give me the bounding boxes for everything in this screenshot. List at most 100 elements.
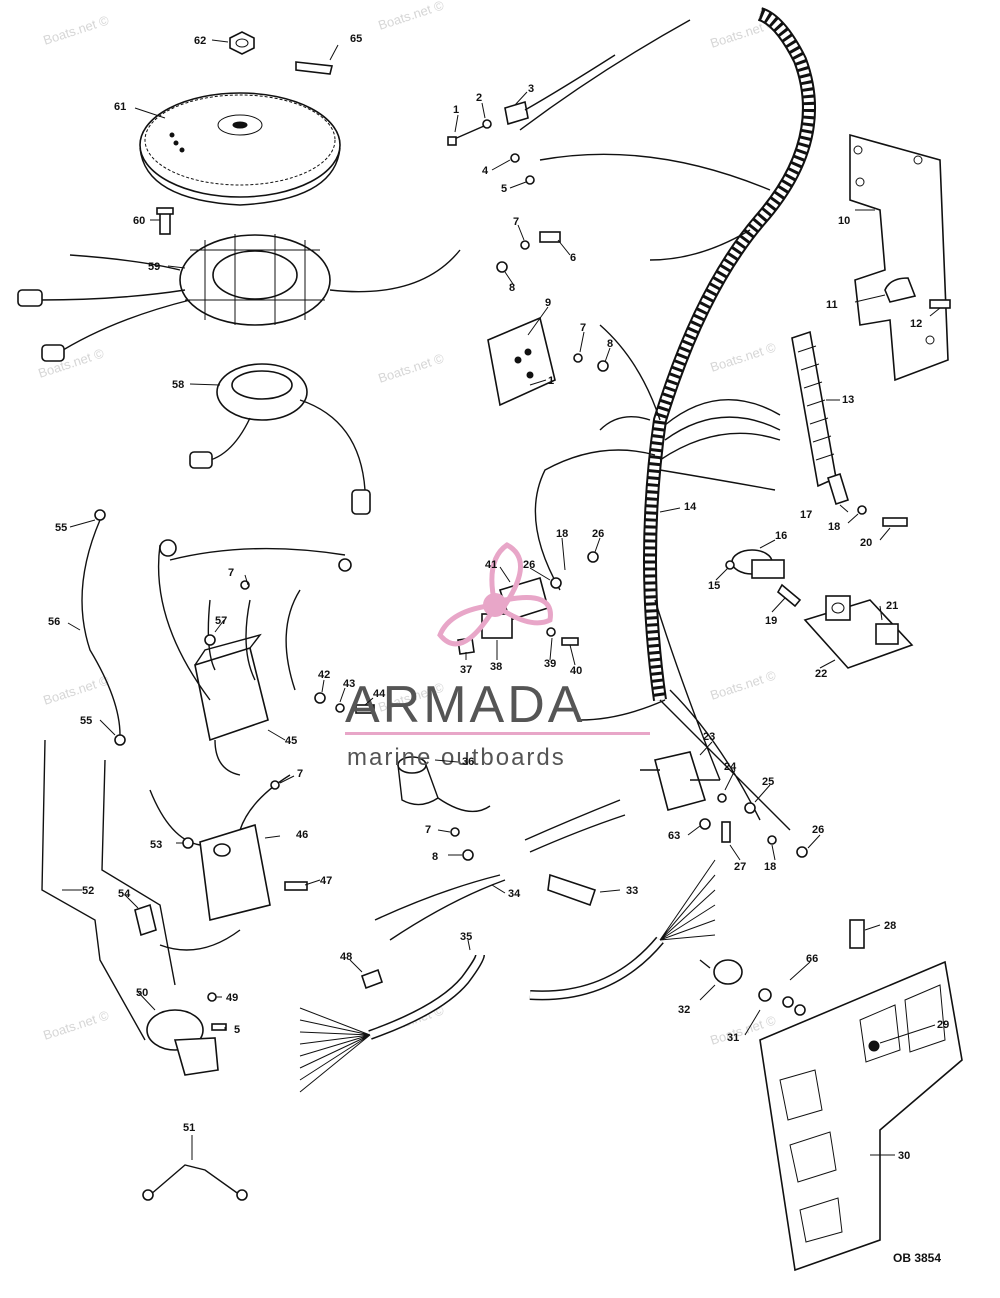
washer-18[interactable] (857, 505, 867, 515)
callout-48: 48 (340, 951, 352, 963)
clamp-11[interactable] (884, 277, 917, 303)
screw-12[interactable] (929, 299, 951, 309)
brand-underline (345, 732, 650, 735)
screw-27[interactable] (721, 821, 731, 843)
jumper-17[interactable] (827, 472, 849, 506)
washer-57[interactable] (204, 634, 216, 646)
callout-13: 13 (842, 394, 854, 406)
washer-39[interactable] (546, 627, 556, 637)
nut-63[interactable] (699, 818, 711, 830)
power-pack[interactable] (157, 539, 352, 776)
terminal-48[interactable] (360, 968, 384, 990)
nut-42[interactable] (314, 692, 326, 704)
stator[interactable] (17, 234, 461, 362)
switch-plate[interactable] (803, 595, 914, 669)
callout-53: 53 (150, 839, 162, 851)
wiring-harness-right[interactable] (529, 859, 716, 1001)
key-switch[interactable] (731, 549, 802, 608)
condenser[interactable] (397, 756, 491, 813)
washer-18c[interactable] (767, 835, 777, 845)
rectifier[interactable] (487, 316, 556, 407)
callout-8c: 8 (432, 851, 438, 863)
leader-lines (62, 39, 941, 1160)
mounting-plate[interactable] (759, 960, 963, 1272)
lead-52[interactable] (41, 739, 176, 1041)
screw-20[interactable] (882, 517, 908, 527)
jumper-leads-34[interactable] (374, 799, 626, 941)
washer-7[interactable] (520, 240, 530, 250)
watermark: Boats.net © (376, 0, 446, 33)
terminal-block[interactable] (791, 330, 837, 488)
callout-29: 29 (937, 1019, 949, 1031)
terminal-3[interactable] (504, 54, 616, 126)
main-harness[interactable] (519, 7, 816, 831)
nut-26b[interactable] (550, 577, 562, 589)
screw-5[interactable] (525, 175, 535, 185)
mounting-bracket[interactable] (849, 133, 949, 382)
cable-clip-33[interactable] (547, 873, 597, 907)
flywheel-strip[interactable] (295, 61, 333, 75)
callout-7e: 7 (425, 824, 431, 836)
callout-44: 44 (373, 688, 386, 700)
washer-4[interactable] (510, 153, 520, 163)
brand-name: ARMADA (345, 676, 585, 734)
washer-43[interactable] (335, 703, 345, 713)
watermark: Boats.net © (376, 350, 446, 385)
ground-wire-56[interactable] (81, 509, 126, 746)
screw-47[interactable] (284, 881, 308, 891)
flywheel[interactable] (139, 92, 341, 206)
callout-56: 56 (48, 616, 60, 628)
callout-22: 22 (815, 668, 827, 680)
callout-35: 35 (460, 931, 472, 943)
screw-1[interactable] (447, 125, 485, 146)
wiring-harness-35[interactable] (299, 954, 485, 1093)
nut-8[interactable] (496, 261, 508, 273)
washer-7e[interactable] (450, 827, 460, 837)
timer-base[interactable] (189, 363, 371, 515)
lockwasher-15[interactable] (725, 560, 735, 570)
boot-54[interactable] (134, 903, 157, 937)
callout-52: 52 (82, 885, 94, 897)
flywheel-nut[interactable] (229, 31, 255, 55)
screw-5b[interactable] (211, 1023, 227, 1031)
jumper-51[interactable] (142, 1164, 248, 1201)
nut-26a[interactable] (587, 551, 599, 563)
ignition-coil[interactable] (149, 774, 291, 951)
callout-2: 2 (476, 92, 482, 104)
stud-28[interactable] (849, 919, 865, 949)
callout-12: 12 (910, 318, 922, 330)
nut-8c[interactable] (462, 849, 474, 861)
nut-26c[interactable] (796, 846, 808, 858)
stud-6[interactable] (539, 231, 561, 243)
brand-logo: ARMADA marine outboards (345, 542, 650, 771)
lockwasher-66[interactable] (794, 1004, 806, 1016)
watermark: Boats.net © (41, 1007, 111, 1042)
washer-66[interactable] (758, 988, 772, 1002)
nut-8b[interactable] (597, 360, 609, 372)
starter-solenoid[interactable] (640, 751, 720, 811)
callout-38: 38 (490, 661, 502, 673)
stud-32[interactable] (699, 959, 743, 985)
callout-31: 31 (727, 1032, 739, 1044)
washer-24[interactable] (717, 793, 727, 803)
callout-3: 3 (528, 83, 534, 95)
callout-5a: 5 (501, 183, 507, 195)
nut-25[interactable] (744, 802, 756, 814)
switch-50[interactable] (146, 1009, 219, 1076)
callout-49: 49 (226, 992, 238, 1004)
washer-2[interactable] (482, 119, 492, 129)
washer-31[interactable] (782, 996, 794, 1008)
washer-7d[interactable] (270, 780, 280, 790)
callout-55a: 55 (55, 522, 67, 534)
callout-27: 27 (734, 861, 746, 873)
screw-40[interactable] (561, 637, 579, 646)
nut-53[interactable] (182, 837, 194, 849)
callout-18b: 18 (556, 528, 568, 540)
callout-57: 57 (215, 615, 227, 627)
callout-26b: 26 (523, 559, 535, 571)
callout-39: 39 (544, 658, 556, 670)
stator-screw[interactable] (156, 207, 174, 235)
screw-49[interactable] (207, 992, 217, 1002)
callout-51: 51 (183, 1122, 195, 1134)
washer-7b[interactable] (573, 353, 583, 363)
